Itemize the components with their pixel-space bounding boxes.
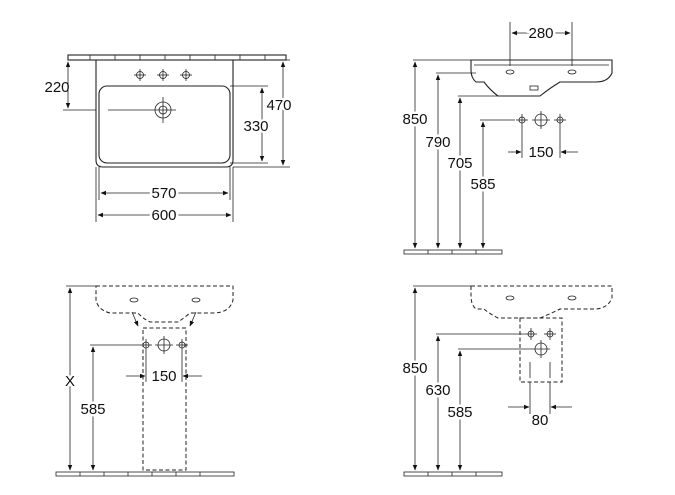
semi-pedestal-details <box>529 362 551 378</box>
dim-pedside-585: 585 <box>447 404 472 421</box>
dim-pedestal-x: X <box>65 373 75 390</box>
dim-front-330: 330 <box>243 118 268 135</box>
side-view: 280 850 790 705 585 150 <box>400 22 613 255</box>
pedestal-side-holes <box>505 295 577 301</box>
dim-side-585: 585 <box>470 176 495 193</box>
front-wall-hatch <box>89 55 266 60</box>
waste-outlet <box>108 97 176 123</box>
pedestal-front-holes <box>129 297 201 303</box>
dim-front-220: 220 <box>44 79 69 96</box>
basin-bowl <box>98 85 231 164</box>
side-floor <box>403 249 503 255</box>
dim-pedestal-150: 150 <box>151 368 176 385</box>
dim-side-705: 705 <box>447 155 472 172</box>
tap-holes <box>134 69 192 81</box>
pedestal-front-waste <box>140 336 188 354</box>
dim-pedestal-585: 585 <box>80 401 105 418</box>
pedestal-side-floor <box>403 471 503 477</box>
pedestal-down-arrows <box>131 311 197 327</box>
dim-pedside-850: 850 <box>402 360 427 377</box>
dim-front-600: 600 <box>151 207 176 224</box>
dim-side-150: 150 <box>528 144 553 161</box>
pedestal-side-basin <box>470 285 613 319</box>
pedestal-front-basin <box>95 285 234 323</box>
front-view: 220 470 330 570 600 <box>44 54 294 227</box>
dim-pedside-630: 630 <box>425 382 450 399</box>
pedestal-front-floor <box>55 471 235 477</box>
pedestal-front-view: X 585 150 <box>55 285 235 477</box>
side-waste-symbols <box>516 111 566 129</box>
front-wall-strip <box>67 54 287 61</box>
dim-side-280: 280 <box>528 25 553 42</box>
semi-pedestal <box>519 317 563 383</box>
dim-side-790: 790 <box>425 134 450 151</box>
side-basin <box>470 59 613 97</box>
side-tap-markers <box>505 69 577 91</box>
dim-side-850: 850 <box>402 111 427 128</box>
dim-pedside-80: 80 <box>532 412 549 429</box>
pedestal-side-view: 850 630 585 80 <box>400 285 613 477</box>
dim-front-570: 570 <box>151 185 176 202</box>
pedestal-column <box>142 327 187 471</box>
pedestal-side-waste <box>525 328 556 358</box>
dim-front-470: 470 <box>266 97 291 114</box>
